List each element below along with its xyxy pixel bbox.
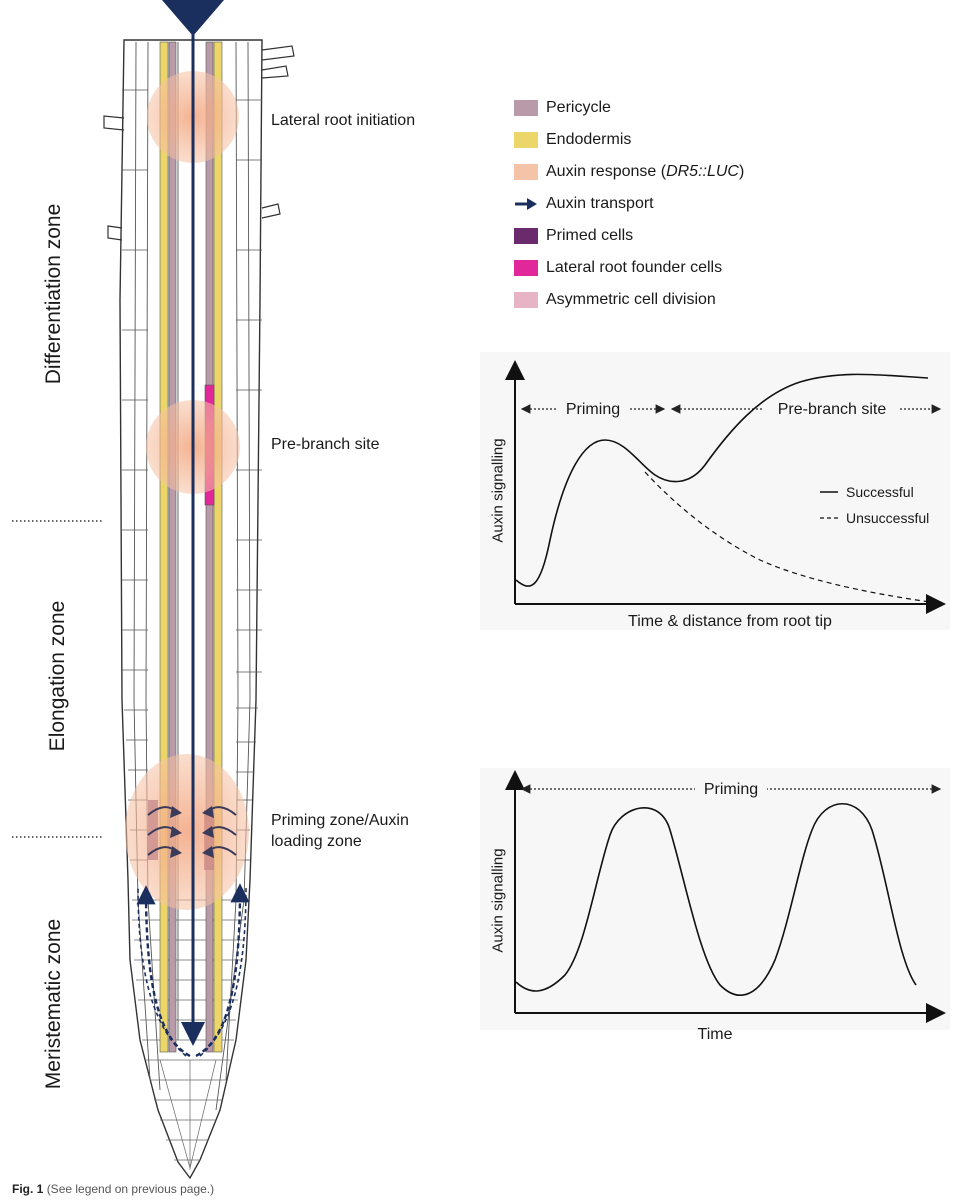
- legend-label: Lateral root founder cells: [546, 259, 723, 276]
- figure-caption: Fig. 1 (See legend on previous page.): [12, 1182, 214, 1196]
- legend-item-asymmetric-division: Asymmetric cell division: [514, 284, 744, 316]
- legend-label: Primed cells: [546, 227, 634, 244]
- figure-caption-text: (See legend on previous page.): [46, 1182, 215, 1196]
- asymmetric-division-swatch: [514, 292, 538, 308]
- chart-2: [480, 768, 950, 1030]
- legend: Pericycle Endodermis Auxin response (DR5…: [514, 92, 744, 316]
- auxin-response-priming: [125, 754, 249, 910]
- chart1-phase-priming: Priming: [565, 401, 621, 418]
- endodermis-band: [213, 41, 223, 1053]
- auxin-response-swatch: [514, 164, 538, 180]
- legend-item-auxin-response: Auxin response (DR5::LUC): [514, 156, 744, 188]
- chart1-phase-prebranch: Pre-branch site: [777, 401, 887, 418]
- legend-label: Auxin transport: [546, 195, 654, 212]
- shoot-direction-icon: [162, 0, 224, 36]
- legend-item-founder-cells: Lateral root founder cells: [514, 252, 744, 284]
- legend-item-pericycle: Pericycle: [514, 92, 744, 124]
- zone-label-meristematic: Meristematic zone: [42, 918, 65, 1090]
- pericycle-band: [168, 41, 177, 1053]
- endodermis-band: [159, 41, 169, 1053]
- endodermis-swatch: [514, 132, 538, 148]
- auxin-reflux-arrow: [136, 885, 191, 1058]
- chart2-phase-priming: Priming: [703, 781, 759, 798]
- arrow-icon: [515, 198, 537, 210]
- auxin-reflux-arrow: [137, 887, 187, 1057]
- chart1-unsuccessful-line: [644, 471, 931, 603]
- primed-cells-swatch: [514, 228, 538, 244]
- chart2-xlabel: Time: [697, 1026, 733, 1043]
- legend-label: Pericycle: [546, 99, 611, 116]
- legend-item-endodermis: Endodermis: [514, 124, 744, 156]
- root-outline: [119, 39, 263, 1180]
- zone-label-elongation: Elongation zone: [46, 600, 69, 752]
- chart2-oscillation-line: [515, 803, 917, 996]
- chart-1: [480, 352, 950, 630]
- annotation-lateral-root-initiation: Lateral root initiation: [271, 112, 416, 129]
- annotation-priming-zone-line2: loading zone: [271, 833, 362, 850]
- chart1-legend-successful: Successful: [846, 484, 914, 500]
- pericycle-band: [205, 41, 214, 1053]
- legend-label: Auxin response (DR5::LUC): [546, 163, 745, 180]
- figure-label: Fig. 1: [12, 1182, 44, 1196]
- chart1-xlabel: Time & distance from root tip: [628, 613, 832, 630]
- legend-label: Endodermis: [546, 131, 632, 148]
- pericycle-swatch: [514, 100, 538, 116]
- root-hair: [261, 203, 281, 219]
- root-hair: [107, 225, 123, 241]
- annotation-priming-zone-line1: Priming zone/Auxin: [271, 812, 409, 829]
- legend-item-auxin-transport: Auxin transport: [514, 188, 744, 220]
- chart1-legend-unsuccessful: Unsuccessful: [846, 510, 930, 526]
- legend-label: Asymmetric cell division: [546, 291, 716, 308]
- annotation-pre-branch-site: Pre-branch site: [271, 436, 380, 453]
- chart2-ylabel: Auxin signalling: [489, 848, 507, 953]
- root-hair: [261, 65, 289, 79]
- chart1-ylabel: Auxin signalling: [489, 438, 507, 543]
- root-illustration: [103, 0, 295, 1180]
- root-hair: [103, 115, 125, 131]
- legend-item-primed-cells: Primed cells: [514, 220, 744, 252]
- chart1-successful-line: [515, 373, 929, 587]
- auxin-reflux-arrow: [199, 885, 247, 1057]
- annotation-priming-zone: Priming zone/Auxin loading zone: [271, 810, 409, 852]
- founder-cells-swatch: [514, 260, 538, 276]
- root-hair: [261, 45, 295, 61]
- zone-label-differentiation: Differentiation zone: [42, 203, 65, 385]
- auxin-reflux-arrow: [195, 883, 250, 1058]
